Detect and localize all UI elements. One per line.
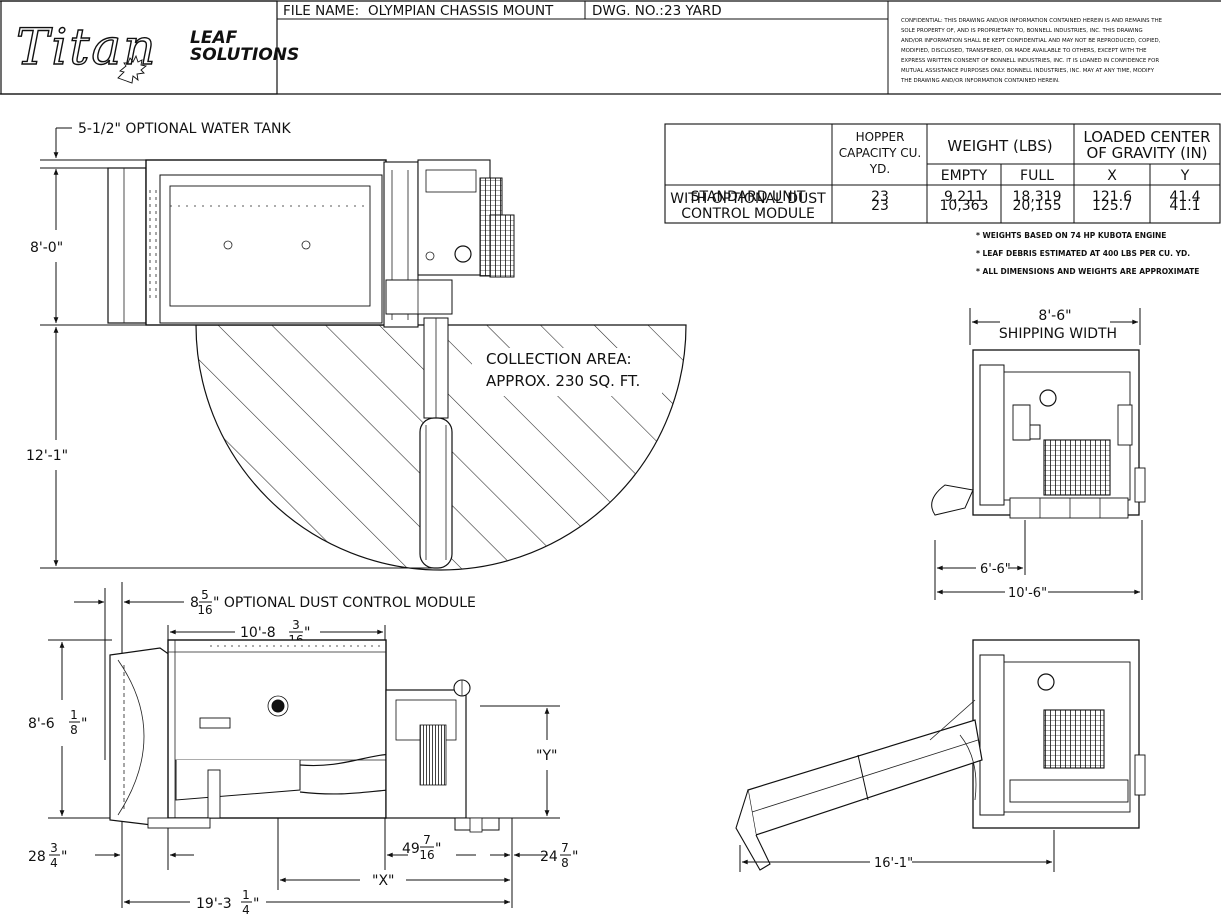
- collection-area-size: APPROX. 230 SQ. FT.: [486, 372, 640, 390]
- row-full-weight: 18,319: [1013, 189, 1062, 205]
- collection-area-label: COLLECTION AREA:: [486, 350, 632, 368]
- row-cog-y: 41.4: [1169, 189, 1200, 205]
- maple-leaf-icon: [117, 54, 148, 84]
- boom-length-dim: 16'-1": [874, 856, 913, 871]
- front-dim-suffix: ": [572, 849, 578, 865]
- row-cog-x: 125.7: [1092, 198, 1132, 214]
- side-view: 8 5 16 " OPTIONAL DUST CONTROL MODULE 10…: [28, 582, 578, 917]
- weight-header: WEIGHT (LBS): [947, 137, 1052, 155]
- confidential-line: THE DRAWING AND/OR INFORMATION CONTAINED…: [900, 78, 1060, 84]
- total-length-whole: 19'-3: [196, 896, 232, 912]
- top-reach-dim: 12'-1": [26, 448, 68, 464]
- row-empty-weight: 9,211: [944, 189, 984, 205]
- row-cog-y: 41.1: [1169, 198, 1200, 214]
- empty-header: EMPTY: [941, 168, 988, 184]
- total-length-num: 1: [242, 888, 250, 902]
- dust-dim-den: 16: [197, 603, 212, 617]
- confidential-line: MUTUAL ASSISTANCE PURPOSES ONLY. BONNELL…: [901, 68, 1155, 74]
- hopper-header-line1: HOPPER: [856, 130, 905, 144]
- front-dim-num: 7: [561, 841, 569, 855]
- shipping-width-dim: 8'-6": [1038, 308, 1071, 324]
- x-header: X: [1107, 168, 1117, 184]
- hopper-header-line2: CAPACITY CU.: [839, 146, 921, 160]
- file-name-label: FILE NAME:: [283, 3, 359, 19]
- mid-dim-den: 16: [419, 848, 434, 862]
- confidential-line: CONFIDENTIAL: THIS DRAWING AND/OR INFORM…: [901, 18, 1163, 24]
- length-dim-num: 3: [292, 618, 300, 632]
- truck-rear-outline: [931, 349, 1146, 519]
- mid-dim-suffix: ": [435, 841, 441, 857]
- confidential-line: EXPRESS WRITTEN CONSENT OF BONNELL INDUS…: [901, 58, 1159, 64]
- rear-inner-width: 6'-6": [980, 562, 1011, 577]
- truck-side-outline: [109, 639, 500, 833]
- logo-solutions: SOLUTIONS: [190, 45, 299, 65]
- row-empty-weight: 10,363: [940, 198, 989, 214]
- side-height-num: 1: [70, 708, 78, 722]
- total-length-den: 4: [242, 903, 250, 917]
- dwg-number-label: DWG. NO.:: [592, 3, 664, 19]
- row-label-line1: WITH OPTIONAL DUST: [670, 191, 826, 207]
- side-height-suffix: ": [81, 716, 87, 732]
- confidential-notice: CONFIDENTIAL: THIS DRAWING AND/OR INFORM…: [900, 18, 1163, 84]
- rear-dim-num: 3: [50, 841, 58, 855]
- logo-word: Titan: [16, 18, 157, 76]
- rear-outer-width: 10'-6": [1008, 586, 1047, 601]
- titan-logo: Titan LEAF SOLUTIONS: [15, 17, 299, 84]
- full-header: FULL: [1020, 168, 1054, 184]
- note: * LEAF DEBRIS ESTIMATED AT 400 LBS PER C…: [976, 249, 1190, 258]
- rear-dim-suffix: ": [61, 849, 67, 865]
- logo-leaf: LEAF: [190, 28, 238, 48]
- confidential-line: AND/OR INFORMATION SHALL BE KEPT CONFIDE…: [901, 38, 1161, 44]
- cog-header-line1: LOADED CENTER: [1083, 128, 1210, 146]
- title-block: Titan LEAF SOLUTIONS FILE NAME: OLYMPIAN…: [0, 0, 1221, 95]
- boom-view: 16'-1": [735, 639, 1146, 872]
- top-height-dim: 8'-0": [30, 240, 63, 256]
- note: * ALL DIMENSIONS AND WEIGHTS ARE APPROXI…: [976, 267, 1199, 276]
- water-tank-label: 5-1/2" OPTIONAL WATER TANK: [78, 121, 291, 137]
- side-height-den: 8: [70, 723, 78, 737]
- table-row: WITH OPTIONAL DUST CONTROL MODULE 23 10,…: [670, 191, 1200, 222]
- row-label: STANDARD UNIT: [691, 189, 806, 205]
- rear-dim-whole: 28: [28, 849, 46, 865]
- shipping-width-label: SHIPPING WIDTH: [999, 326, 1117, 342]
- dust-dim-num: 5: [201, 588, 209, 602]
- top-view: COLLECTION AREA: APPROX. 230 SQ. FT.: [26, 121, 687, 571]
- table-row: STANDARD UNIT 23 9,211 18,319 121.6 41.4: [691, 189, 1201, 205]
- front-dim-den: 8: [561, 856, 569, 870]
- rear-dim-den: 4: [50, 856, 58, 870]
- dwg-number-value: 23 YARD: [664, 3, 722, 19]
- confidential-line: MODIFIED, DISCLOSED, TRANSFERED, OR MADE…: [901, 48, 1147, 54]
- row-full-weight: 20,155: [1013, 198, 1062, 214]
- front-dim-whole: 24: [540, 849, 558, 865]
- confidential-line: SOLE PROPERTY OF, AND IS PROPRIETARY TO,…: [901, 28, 1143, 34]
- note: * WEIGHTS BASED ON 74 HP KUBOTA ENGINE: [976, 231, 1166, 240]
- side-height-whole: 8'-6: [28, 716, 55, 732]
- file-name-value: OLYMPIAN CHASSIS MOUNT: [368, 3, 554, 19]
- y-header: Y: [1180, 168, 1190, 184]
- mid-dim-num: 7: [423, 833, 431, 847]
- extended-boom: [735, 699, 983, 871]
- boom-nozzle: [419, 317, 453, 569]
- row-capacity: 23: [871, 189, 889, 205]
- cog-x-label: "X": [372, 873, 394, 889]
- dust-dim-whole: 8: [190, 595, 199, 611]
- total-length-suffix: ": [253, 896, 259, 912]
- row-capacity: 23: [871, 198, 889, 214]
- dust-dim-text: " OPTIONAL DUST CONTROL MODULE: [213, 595, 476, 611]
- length-dim-whole: 10'-8: [240, 625, 276, 641]
- length-dim-suffix: ": [304, 625, 310, 641]
- mid-dim-whole: 49: [402, 841, 420, 857]
- rear-view: 8'-6" SHIPPING WIDTH 6'-6" 10'-6": [931, 308, 1146, 601]
- cog-y-label: "Y": [536, 748, 557, 764]
- truck-boom-outline: [972, 639, 1146, 829]
- hopper-header-line3: YD.: [869, 162, 890, 176]
- spec-table: HOPPER CAPACITY CU. YD. WEIGHT (LBS) EMP…: [664, 123, 1221, 276]
- cog-header-line2: OF GRAVITY (IN): [1086, 144, 1207, 162]
- row-cog-x: 121.6: [1092, 189, 1132, 205]
- truck-top-outline: [107, 159, 515, 328]
- row-label-line2: CONTROL MODULE: [681, 206, 815, 222]
